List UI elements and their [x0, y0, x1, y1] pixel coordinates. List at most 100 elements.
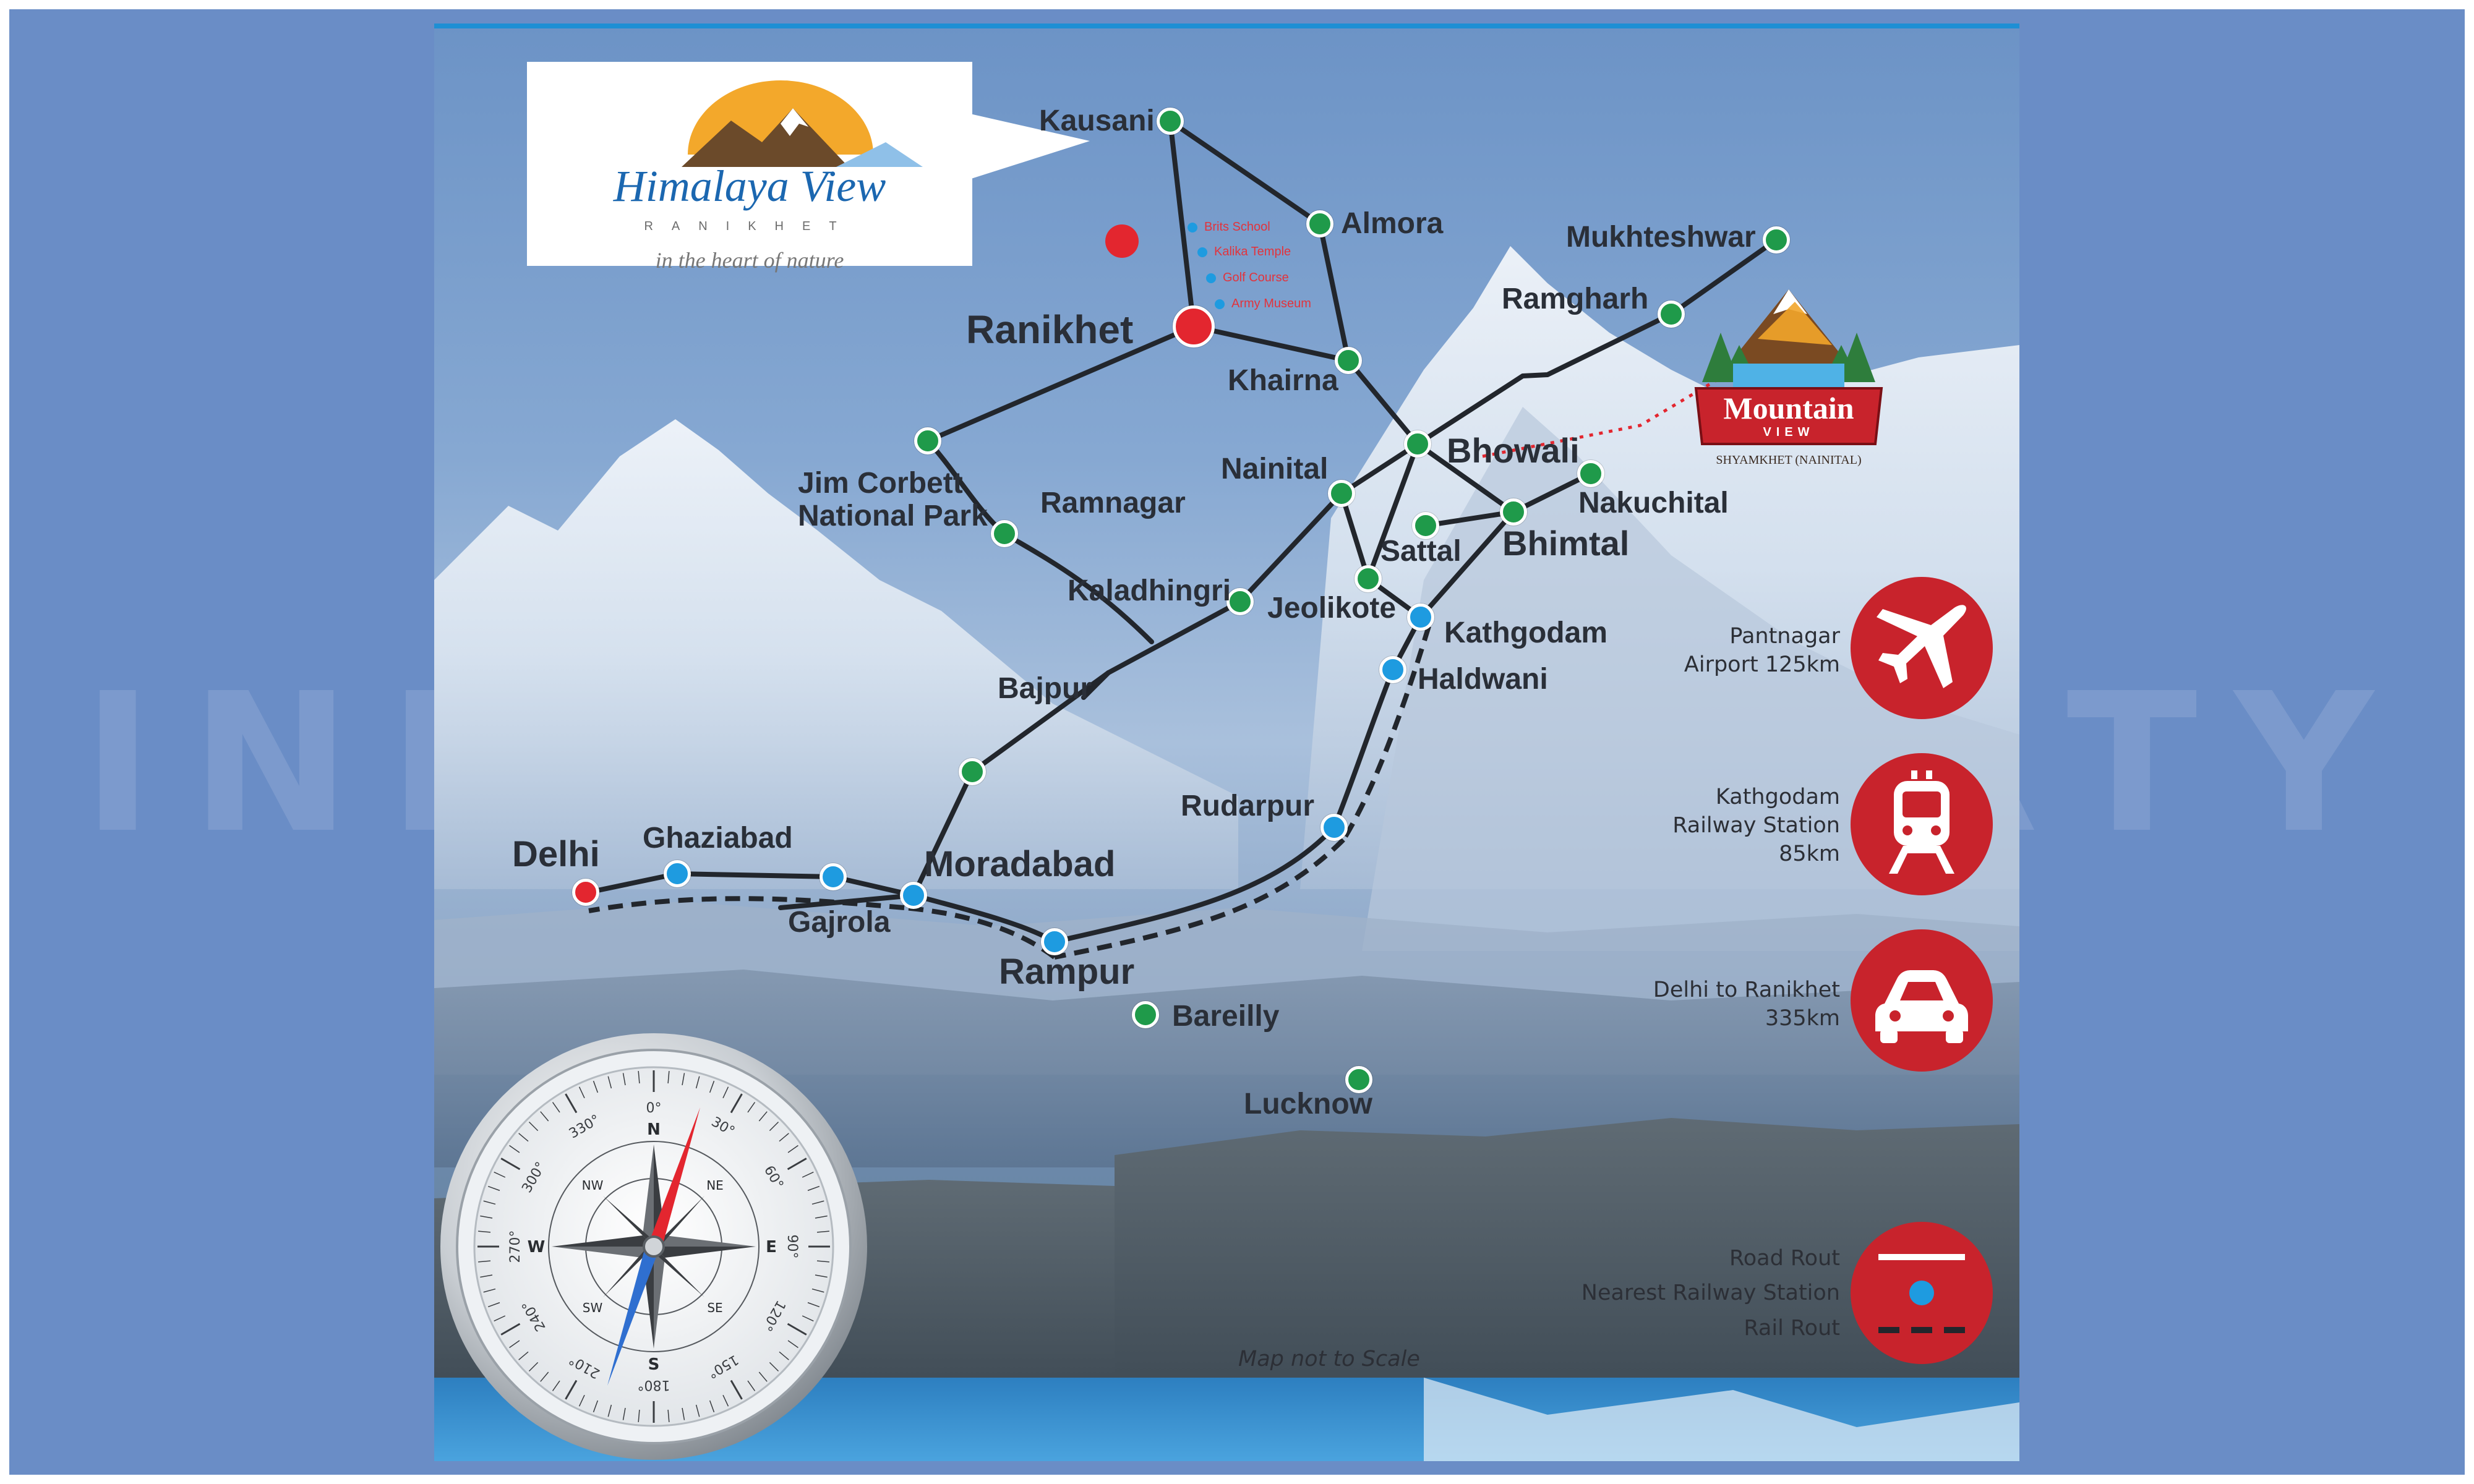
compass-tick: [695, 1076, 700, 1089]
compass-tick: [779, 1351, 789, 1360]
airplane-badge: [1851, 577, 1993, 719]
attraction-label: Kalika Temple: [1214, 245, 1291, 258]
town-label-delhi: Delhi: [512, 834, 600, 874]
compass-tick: [480, 1215, 493, 1219]
compass-tick: [709, 1400, 715, 1413]
compass-tick: [593, 1400, 599, 1413]
attraction-label: Golf Course: [1223, 271, 1289, 284]
node-jeolikote: [1355, 565, 1382, 592]
compass-tick: [540, 1371, 549, 1382]
compass-tick: [802, 1171, 814, 1178]
node-bhimtal: [1500, 498, 1527, 526]
compass-tick: [787, 1323, 807, 1336]
compass-tick: [483, 1200, 496, 1205]
compass-tick: [747, 1102, 756, 1113]
route-map-panel: Himalaya View RANIKHET in the heart of n…: [434, 23, 2019, 1461]
town-label-haldwani: Haldwani: [1418, 663, 1548, 696]
node-almora: [1306, 210, 1333, 237]
info-railway-line3: 85km: [1779, 842, 1840, 867]
town-label-bhimtal: Bhimtal: [1502, 524, 1630, 563]
node-kausani: [1157, 108, 1184, 135]
compass-tick: [638, 1071, 640, 1084]
rail-routes: [588, 625, 1431, 960]
compass-tick: [622, 1407, 626, 1420]
brand-location: RANIKHET: [644, 220, 855, 233]
compass-tick: [528, 1121, 539, 1132]
compass-degree: 270°: [508, 1230, 523, 1263]
town-label-kaladhingri: Kaladhingri: [1068, 574, 1231, 607]
attraction-dot: [1215, 299, 1225, 309]
town-label-ranikhet: Ranikhet: [966, 307, 1134, 352]
town-label-kathgodam: Kathgodam: [1444, 616, 1607, 649]
compass-tick: [816, 1230, 829, 1233]
callout-dot: [1105, 224, 1139, 258]
compass-tick: [730, 1093, 743, 1114]
legend-badge: [1851, 1222, 1993, 1364]
info-airport: Pantnagar Airport 125km: [1684, 622, 1840, 679]
compass-cardinal: N: [647, 1120, 661, 1139]
compass-tick: [667, 1071, 670, 1084]
compass-rose: 0°30°60°90°120°150°180°210°240°270°300°3…: [440, 1033, 867, 1460]
pointer-line: [1482, 365, 1740, 458]
mountain-view-sub: VIEW: [1763, 425, 1815, 439]
town-label-gajrola: Gajrola: [788, 906, 891, 939]
compass-tick: [682, 1073, 685, 1086]
town-label-rudarpur: Rudarpur: [1181, 790, 1314, 822]
node-bhowali: [1404, 430, 1431, 458]
town-label-jeolikote: Jeolikote: [1267, 592, 1397, 625]
node-rampur: [1041, 928, 1068, 955]
compass-degree: 0°: [646, 1101, 662, 1116]
compass-tick: [730, 1380, 743, 1400]
mountain-view-location: SHYAMKHET (NAINITAL): [1716, 453, 1862, 467]
compass-tick: [518, 1133, 529, 1142]
node-khairna: [1335, 347, 1362, 374]
compass-tick: [622, 1073, 626, 1086]
info-railway: Kathgodam Railway Station 85km: [1672, 783, 1840, 869]
compass-tick: [509, 1340, 520, 1349]
town-label-jim-corbett: Jim Corbett National Park: [798, 467, 988, 532]
compass-tick: [540, 1111, 549, 1122]
compass-tick: [667, 1409, 670, 1422]
compass-tick: [769, 1121, 779, 1132]
town-label-bhowali: Bhowali: [1447, 431, 1580, 470]
compass-tick: [758, 1371, 768, 1382]
attraction-dot: [1206, 273, 1216, 283]
node-kaladhingri: [1226, 588, 1254, 615]
compass-tick: [787, 1145, 798, 1153]
compass-tick: [487, 1302, 500, 1308]
compass-tick: [578, 1086, 585, 1099]
node-haldwani: [1379, 656, 1406, 683]
compass-intercardinal: SW: [583, 1300, 603, 1315]
compass-tick: [578, 1394, 585, 1407]
node-bareilly: [1132, 1001, 1159, 1028]
info-railway-line1: Kathgodam: [1715, 785, 1840, 809]
legend-road-label: Road Rout: [1729, 1246, 1840, 1271]
info-road-line2: 335km: [1765, 1006, 1840, 1031]
compass-tick: [722, 1086, 729, 1099]
sunrise-mountain-icon: [682, 80, 923, 167]
node-delhi: [572, 879, 599, 906]
node-nainital: [1328, 480, 1355, 507]
attraction-label: Brits School: [1204, 220, 1270, 234]
compass-tick: [500, 1323, 521, 1336]
node-moradabad: [900, 882, 927, 909]
compass-tick: [478, 1230, 491, 1233]
town-label-moradabad: Moradabad: [924, 844, 1116, 884]
town-label-khairna: Khairna: [1228, 364, 1338, 397]
node-ghaziabad: [664, 860, 691, 887]
compass-tick: [607, 1076, 612, 1089]
compass-intercardinal: NE: [706, 1178, 724, 1193]
town-label-nakuchital: Nakuchital: [1578, 487, 1729, 519]
node-lucknow: [1345, 1066, 1372, 1093]
town-label-ramnagar: Ramnagar: [1040, 487, 1186, 519]
info-airport-line2: Airport 125km: [1684, 652, 1840, 678]
town-label-sattal: Sattal: [1380, 535, 1462, 568]
compass-tick: [565, 1380, 578, 1400]
brand-tagline: in the heart of nature: [655, 248, 844, 273]
compass-tick: [811, 1200, 824, 1205]
compass-tick: [682, 1407, 685, 1420]
legend-station-label: Nearest Railway Station: [1581, 1281, 1840, 1305]
town-label-almora: Almora: [1341, 207, 1444, 240]
compass-tick: [758, 1111, 768, 1122]
